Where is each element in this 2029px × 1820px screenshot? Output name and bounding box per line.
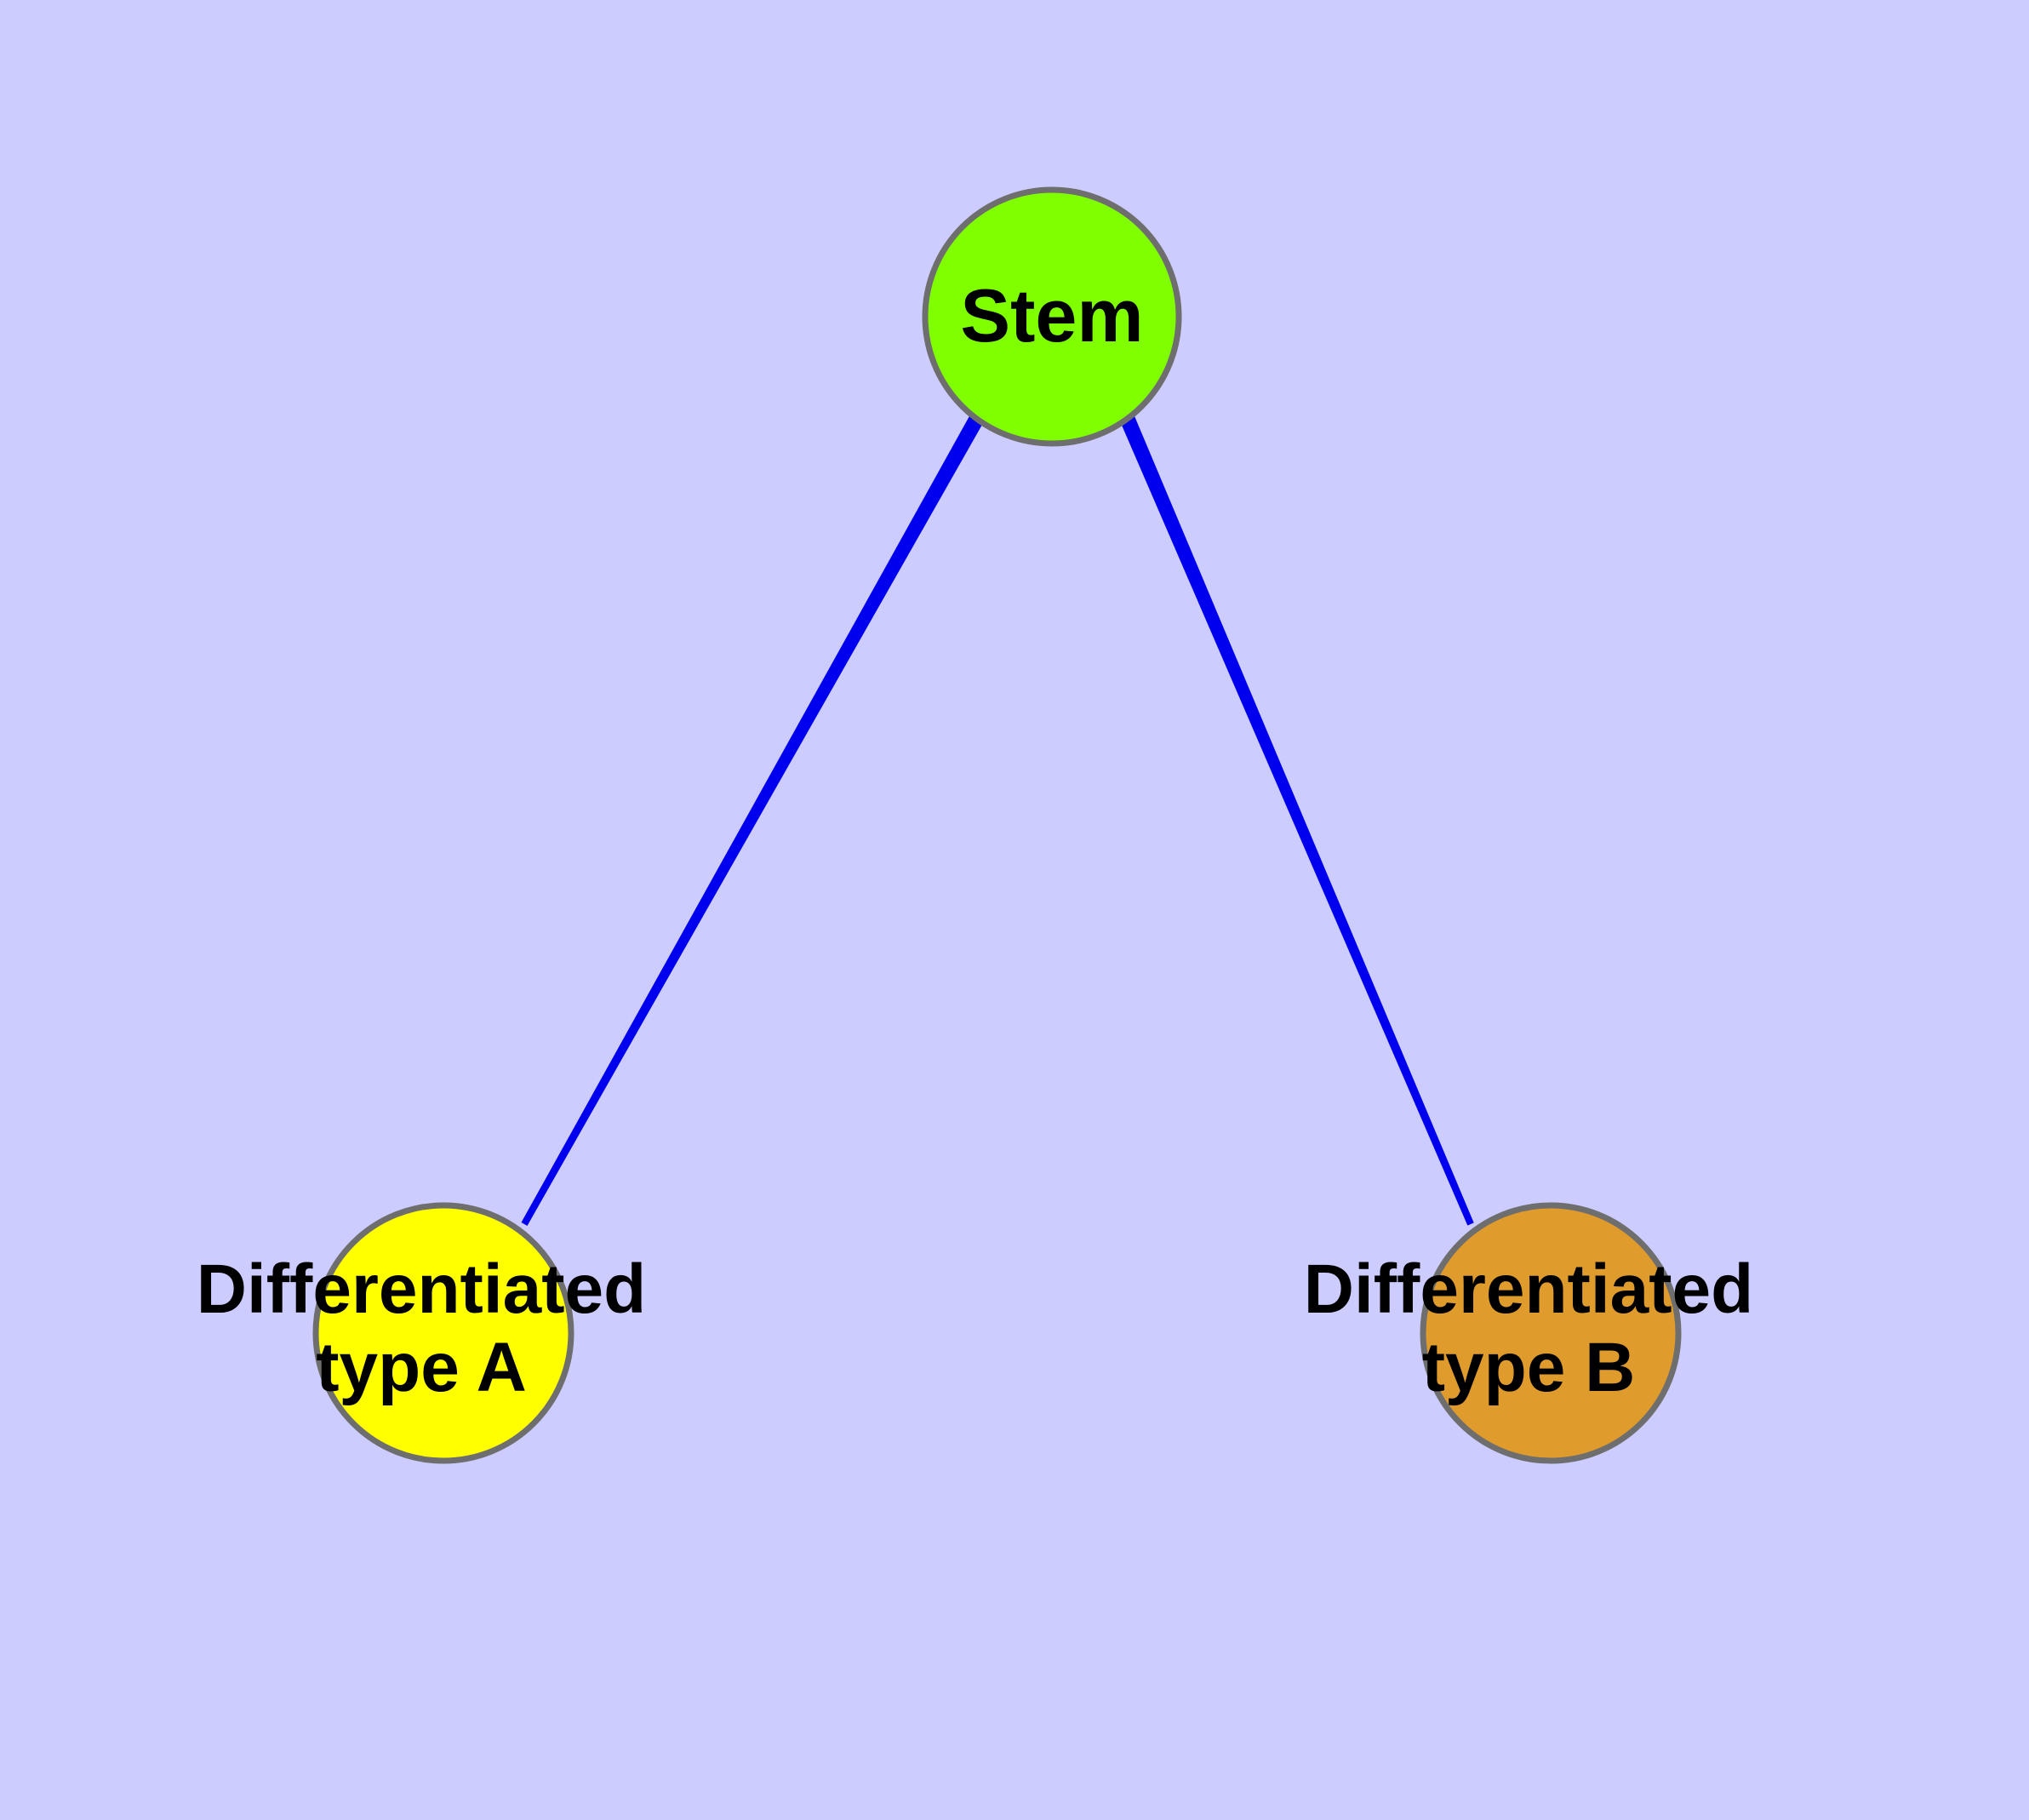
node-label-line: Differentiated [197,1251,647,1328]
node-label-stem: Stem [960,273,1143,358]
edge-layer [521,415,1474,1226]
node-layer [312,186,1682,1464]
edge-stem-to-differentiated-type-b[interactable] [1120,416,1474,1226]
node-label-line: type A [316,1329,527,1406]
edge-stem-to-differentiated-type-a[interactable] [521,415,983,1226]
node-differentiated-type-a[interactable] [312,1202,574,1464]
node-differentiated-type-b[interactable] [1420,1202,1682,1464]
node-stem[interactable] [922,186,1182,447]
node-label-line: type B [1422,1329,1636,1406]
node-label-line: Differentiated [1304,1251,1754,1328]
node-label-line: Stem [960,273,1143,358]
